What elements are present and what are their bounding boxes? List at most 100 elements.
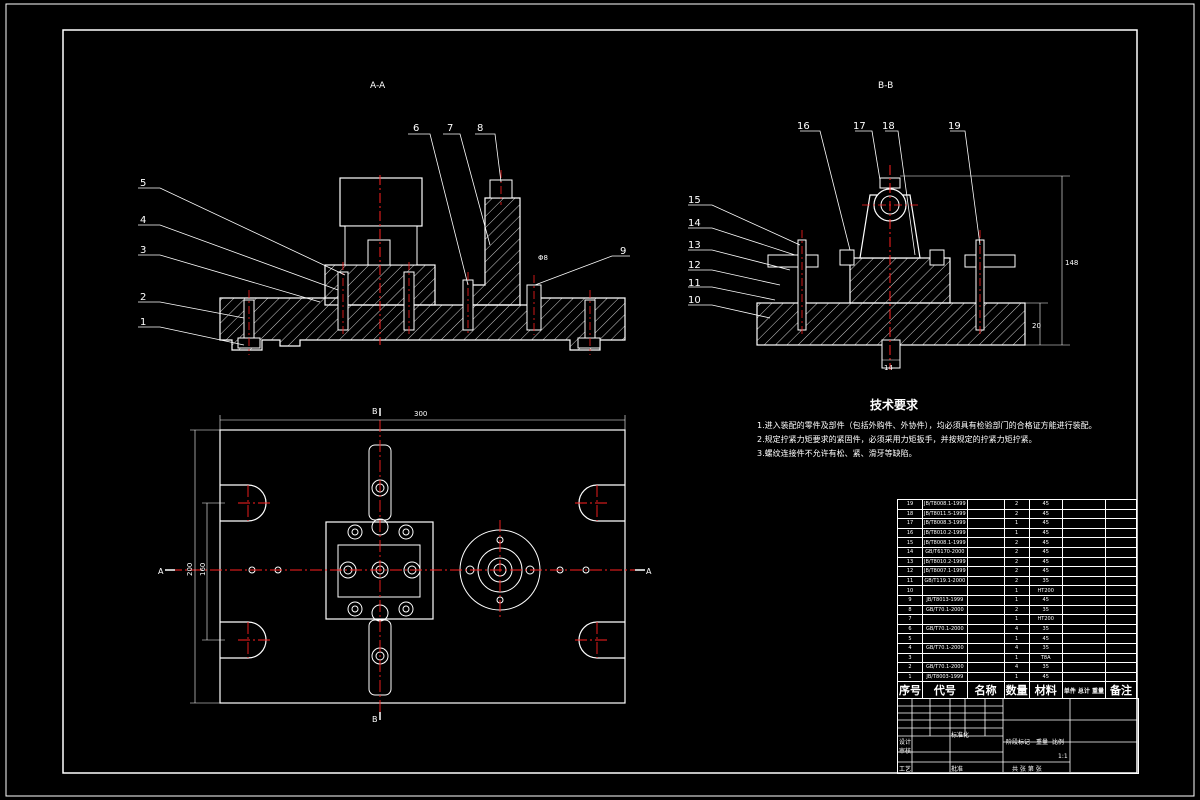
inner-frame xyxy=(62,29,1138,774)
bom-cell xyxy=(1061,662,1107,673)
bom-cell: 1 xyxy=(1003,652,1030,664)
bom-cell: 2 xyxy=(1003,575,1030,587)
bom-cell xyxy=(1105,527,1137,539)
bom-cell: GB/T70.1-2000 xyxy=(922,604,968,616)
bom-cell xyxy=(1061,527,1107,539)
bom-cell: 1 xyxy=(1003,594,1030,606)
title-block-grid xyxy=(897,698,1137,772)
bom-cell xyxy=(1061,671,1107,683)
bom-cell: 2 xyxy=(1003,604,1030,616)
bom-cell: JB/T8010.2-1999 xyxy=(922,556,968,568)
bom-header-cell: 序号 xyxy=(897,681,923,700)
bom-cell xyxy=(966,556,1005,568)
bom-cell: GB/T6170-2000 xyxy=(922,546,968,558)
bom-cell: 2 xyxy=(1003,546,1030,558)
callout-18: 18 xyxy=(882,121,895,132)
bom-cell: 35 xyxy=(1028,604,1063,616)
bom-cell: 6 xyxy=(897,623,923,635)
bom-cell: GB/T70.1-2000 xyxy=(922,623,968,635)
callout-17: 17 xyxy=(853,121,866,132)
bom-cell: HT200 xyxy=(1028,585,1063,596)
bom-cell: 12 xyxy=(897,566,923,577)
dim-height-inner: 160 xyxy=(199,563,207,576)
bom-cell: 18 xyxy=(897,508,923,520)
bom-cell: 2 xyxy=(1003,566,1030,577)
bom-cell: 9 xyxy=(897,594,923,606)
bom-cell xyxy=(1105,671,1137,683)
bom-cell xyxy=(966,671,1005,683)
tech-line-2: 2.规定拧紧力矩要求的紧固件，必须采用力矩扳手，并按规定的拧紧力矩拧紧。 xyxy=(757,435,1037,444)
section-b-b-view: B-B 148 20 14 xyxy=(688,81,1078,372)
cut-a-left: A xyxy=(158,567,164,576)
cut-b-top: B xyxy=(372,407,378,416)
bom-cell: 16 xyxy=(897,527,923,539)
bom-cell: T8A xyxy=(1028,652,1063,664)
cut-b-bottom: B xyxy=(372,715,378,724)
bom-cell xyxy=(966,633,1005,644)
bom-cell: 45 xyxy=(1028,518,1063,529)
bom-cell: 8 xyxy=(897,604,923,616)
bom-cell xyxy=(966,604,1005,616)
bom-cell xyxy=(1061,642,1107,654)
bom-cell: 45 xyxy=(1028,499,1063,510)
bom-cell xyxy=(966,537,1005,548)
bom-cell xyxy=(966,614,1005,625)
bom-cell xyxy=(1105,604,1137,616)
bom-cell xyxy=(1105,508,1137,520)
tech-line-1: 1.进入装配的零件及部件（包括外购件、外协件），均必须具有检验部门的合格证方能进… xyxy=(757,421,1097,430)
scale-value: 1:1 xyxy=(1058,753,1068,760)
bom-cell: JB/T8003-1999 xyxy=(922,671,968,683)
bom-cell: 7 xyxy=(897,614,923,625)
bom-cell xyxy=(922,614,968,625)
stage-label: 阶段标记 xyxy=(1006,739,1031,746)
bom-cell: 2 xyxy=(1003,499,1030,510)
bom-cell xyxy=(1061,594,1107,606)
bom-cell: 1 xyxy=(897,671,923,683)
dim-height-outer: 200 xyxy=(186,563,194,576)
bom-cell: GB/T119.1-2000 xyxy=(922,575,968,587)
bom-cell xyxy=(966,546,1005,558)
dim-right-height: 148 xyxy=(1065,259,1078,267)
bom-cell xyxy=(1061,556,1107,568)
bom-cell xyxy=(1061,614,1107,625)
bom-cell xyxy=(966,499,1005,510)
callout-5: 5 xyxy=(140,178,146,189)
bom-header-cell: 备注 xyxy=(1105,681,1137,700)
bom-cell: 4 xyxy=(1003,623,1030,635)
bom-cell xyxy=(1105,633,1137,644)
bom-cell: 45 xyxy=(1028,537,1063,548)
callout-9: 9 xyxy=(620,246,626,257)
bom-cell: JB/T8010.2-1999 xyxy=(922,527,968,539)
bom-cell: 45 xyxy=(1028,546,1063,558)
bom-cell: JB/T8007.1-1999 xyxy=(922,566,968,577)
bom-cell xyxy=(1105,594,1137,606)
bom-cell xyxy=(1061,566,1107,577)
bom-cell: 2 xyxy=(897,662,923,673)
bom-cell: 45 xyxy=(1028,671,1063,683)
bom-cell: 45 xyxy=(1028,633,1063,644)
bom-cell xyxy=(1061,604,1107,616)
sheet-label: 共 张 第 张 xyxy=(1012,766,1042,773)
callout-3: 3 xyxy=(140,245,146,256)
bom-cell xyxy=(1105,537,1137,548)
bom-cell: JB/T8011.5-1999 xyxy=(922,508,968,520)
bom-header-cell: 材料 xyxy=(1028,681,1063,700)
bom-cell: 1 xyxy=(1003,633,1030,644)
callout-10: 10 xyxy=(688,295,701,306)
bom-cell xyxy=(1061,652,1107,664)
bom-cell xyxy=(966,623,1005,635)
bom-cell: 1 xyxy=(1003,518,1030,529)
std-label: 标准化 xyxy=(951,732,970,739)
